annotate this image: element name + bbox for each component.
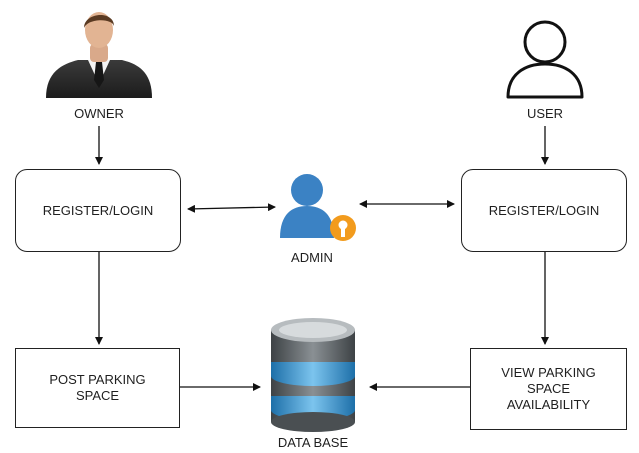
- arrow-owner-register-admin: [187, 203, 276, 213]
- database-label: DATA BASE: [278, 435, 349, 450]
- user-label: USER: [527, 106, 563, 121]
- database-icon: [271, 318, 355, 432]
- admin-label: ADMIN: [291, 250, 333, 265]
- admin-key-icon: [280, 174, 356, 241]
- user-outline-icon: [506, 20, 584, 99]
- user-register-login-box: REGISTER/LOGIN: [461, 169, 627, 252]
- connectors: [95, 126, 549, 391]
- owner-label: OWNER: [74, 106, 124, 121]
- view-parking-availability-box: VIEW PARKING SPACE AVAILABILITY: [470, 348, 627, 430]
- post-parking-space-box: POST PARKING SPACE: [15, 348, 180, 428]
- owner-register-login-box: REGISTER/LOGIN: [15, 169, 181, 252]
- businessman-icon: [46, 12, 152, 98]
